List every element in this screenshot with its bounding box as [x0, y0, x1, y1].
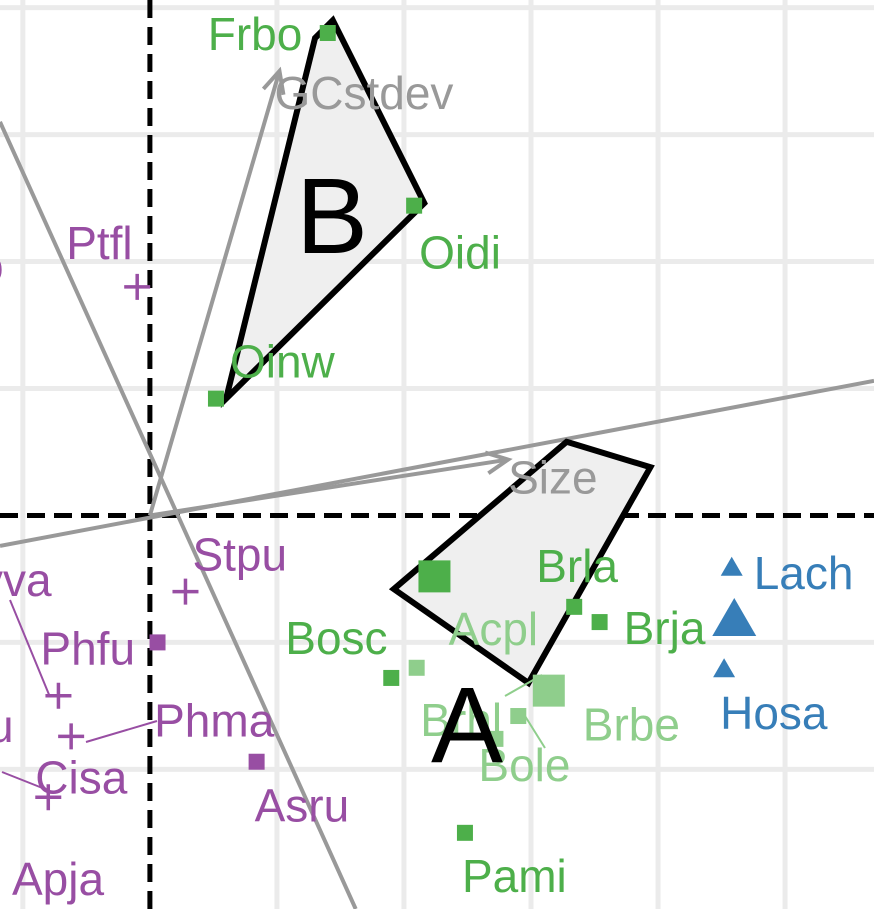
point-brbe-marker: [532, 674, 565, 707]
label-brhl: Brhl: [420, 694, 502, 746]
leader-phma: [85, 720, 158, 743]
projection-lines: [0, 121, 874, 909]
edge-label-apja: Apja: [12, 853, 104, 905]
point-acpl-marker: [408, 659, 425, 676]
leader-bole: [524, 715, 546, 749]
label-pami: Pami: [462, 850, 567, 902]
point-unlabeled-marker: [418, 560, 451, 593]
point-unlabeled-marker: [149, 634, 166, 651]
label-bole: Bole: [478, 739, 570, 791]
point-ptfl-marker: [124, 273, 151, 300]
point-bole-marker: [487, 730, 504, 747]
vector-size-arrowhead: [484, 450, 513, 475]
edge-label-o: o: [0, 240, 4, 292]
label-brla: Brla: [536, 540, 618, 592]
leader-cisa: [1, 771, 51, 792]
point-asru-marker: [248, 753, 265, 770]
label-ptfl: Ptfl: [66, 217, 132, 269]
point-pami-marker: [456, 824, 473, 841]
point-cisa-marker: [35, 784, 62, 811]
point-brja-marker: [591, 614, 608, 631]
label-acpl: Acpl: [449, 603, 538, 655]
point-unlabeled-marker: [712, 597, 757, 637]
point-lach-marker: [720, 556, 743, 576]
point-brla-marker: [566, 598, 583, 615]
label-brbe: Brbe: [583, 699, 680, 751]
label-lach: Lach: [754, 547, 854, 599]
label-oidi: Oidi: [419, 227, 501, 279]
hull-a-label: A: [431, 664, 503, 785]
label-hosa: Hosa: [720, 687, 828, 739]
point-frbo-marker: [319, 25, 336, 42]
vector-size-line: [149, 457, 509, 518]
label-oinw: Oinw: [230, 336, 336, 388]
point-bosc-marker: [383, 669, 400, 686]
projection-line: [0, 378, 874, 548]
vector-gcstdev-arrowhead: [261, 66, 286, 96]
point-oinw-marker: [207, 390, 224, 407]
label-asru: Asru: [255, 780, 350, 832]
points-layer: [35, 25, 757, 841]
label-bosc: Bosc: [285, 612, 387, 664]
point-oidi-marker: [406, 197, 423, 214]
label-phfu: Phfu: [40, 623, 135, 675]
label-frbo: Frbo: [208, 8, 303, 60]
label-phma: Phma: [154, 694, 275, 746]
vector-size-label: Size: [508, 452, 597, 504]
projection-line: [0, 121, 358, 909]
hull-b-label: B: [296, 155, 368, 276]
label-stpu: Stpu: [192, 529, 287, 581]
edge-label-u: u: [0, 700, 14, 752]
vector-gcstdev-label: GCstdev: [274, 67, 453, 119]
label-brja: Brja: [624, 602, 706, 654]
leader-phfu: [9, 599, 51, 698]
vector-gcstdev-line: [147, 70, 282, 516]
edge-label-vva: vva: [0, 554, 52, 606]
point-phma-marker: [58, 723, 85, 750]
label-cisa: Cisa: [35, 751, 127, 803]
point-hosa-marker: [713, 658, 736, 678]
point-brhl-marker: [510, 708, 527, 725]
point-phfu-marker: [45, 682, 72, 709]
point-stpu-marker: [172, 578, 199, 605]
